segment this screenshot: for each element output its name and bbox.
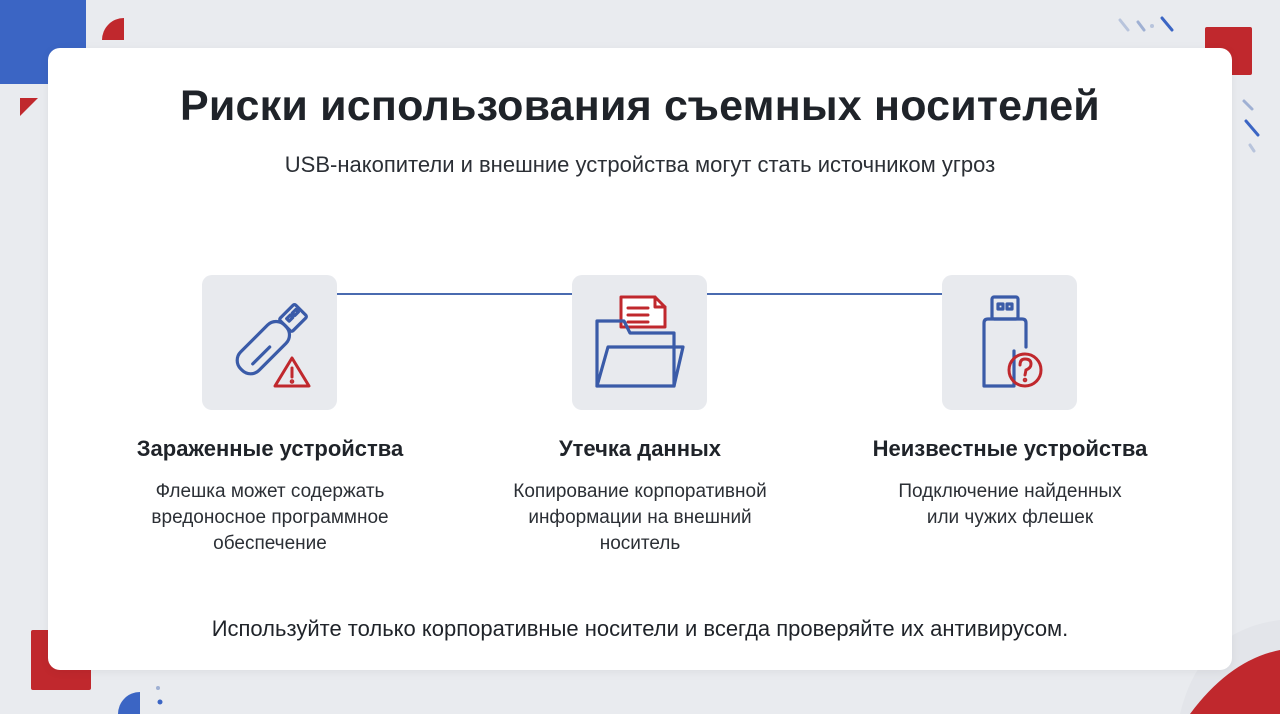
- connector-line-left: [337, 293, 573, 295]
- page-title: Риски использования съемных носителей: [180, 82, 1100, 130]
- decor-dots-bottom: [156, 686, 163, 705]
- decor-red-wedge-bottom-right: [1180, 620, 1280, 714]
- page-subtitle: USB-накопители и внешние устройства могу…: [284, 152, 996, 177]
- item-title-data-leak: Утечка данных: [558, 436, 722, 461]
- item-title-unknown: Неизвестные устройства: [872, 436, 1148, 461]
- item-desc-line: вредоносное программное: [151, 507, 389, 528]
- item-desc-data-leak: Копирование корпоративной информации на …: [460, 479, 820, 557]
- decor-dashes-right: [1242, 99, 1260, 153]
- item-desc-line: обеспечение: [213, 533, 327, 554]
- item-desc-line: Подключение найденных: [898, 481, 1122, 502]
- item-desc-line: носитель: [599, 533, 681, 554]
- icon-box-unknown: [942, 275, 1077, 410]
- item-desc-infected: Флешка может содержать вредоносное прогр…: [90, 479, 450, 557]
- decor-dashes-top-right: [1118, 16, 1174, 32]
- icon-box-infected: [202, 275, 337, 410]
- item-desc-line: или чужих флешек: [926, 507, 1094, 528]
- decor-red-arc-top: [102, 18, 124, 40]
- usb-warning-icon: [235, 303, 311, 388]
- item-desc-unknown: Подключение найденных или чужих флешек: [830, 479, 1190, 531]
- item-desc-line: информации на внешний: [528, 507, 752, 528]
- icon-box-data-leak: [572, 275, 707, 410]
- decor-blue-quarter-circle: [118, 692, 140, 714]
- connector-line-right: [707, 293, 943, 295]
- usb-question-icon: [982, 295, 1043, 388]
- item-desc-line: Копирование корпоративной: [513, 481, 767, 502]
- item-title-infected: Зараженные устройства: [136, 436, 404, 461]
- footer-note: Используйте только корпоративные носител…: [211, 616, 1069, 641]
- folder-document-icon: [595, 295, 685, 388]
- decor-red-triangle-small: [20, 98, 38, 116]
- item-desc-line: Флешка может содержать: [155, 481, 385, 502]
